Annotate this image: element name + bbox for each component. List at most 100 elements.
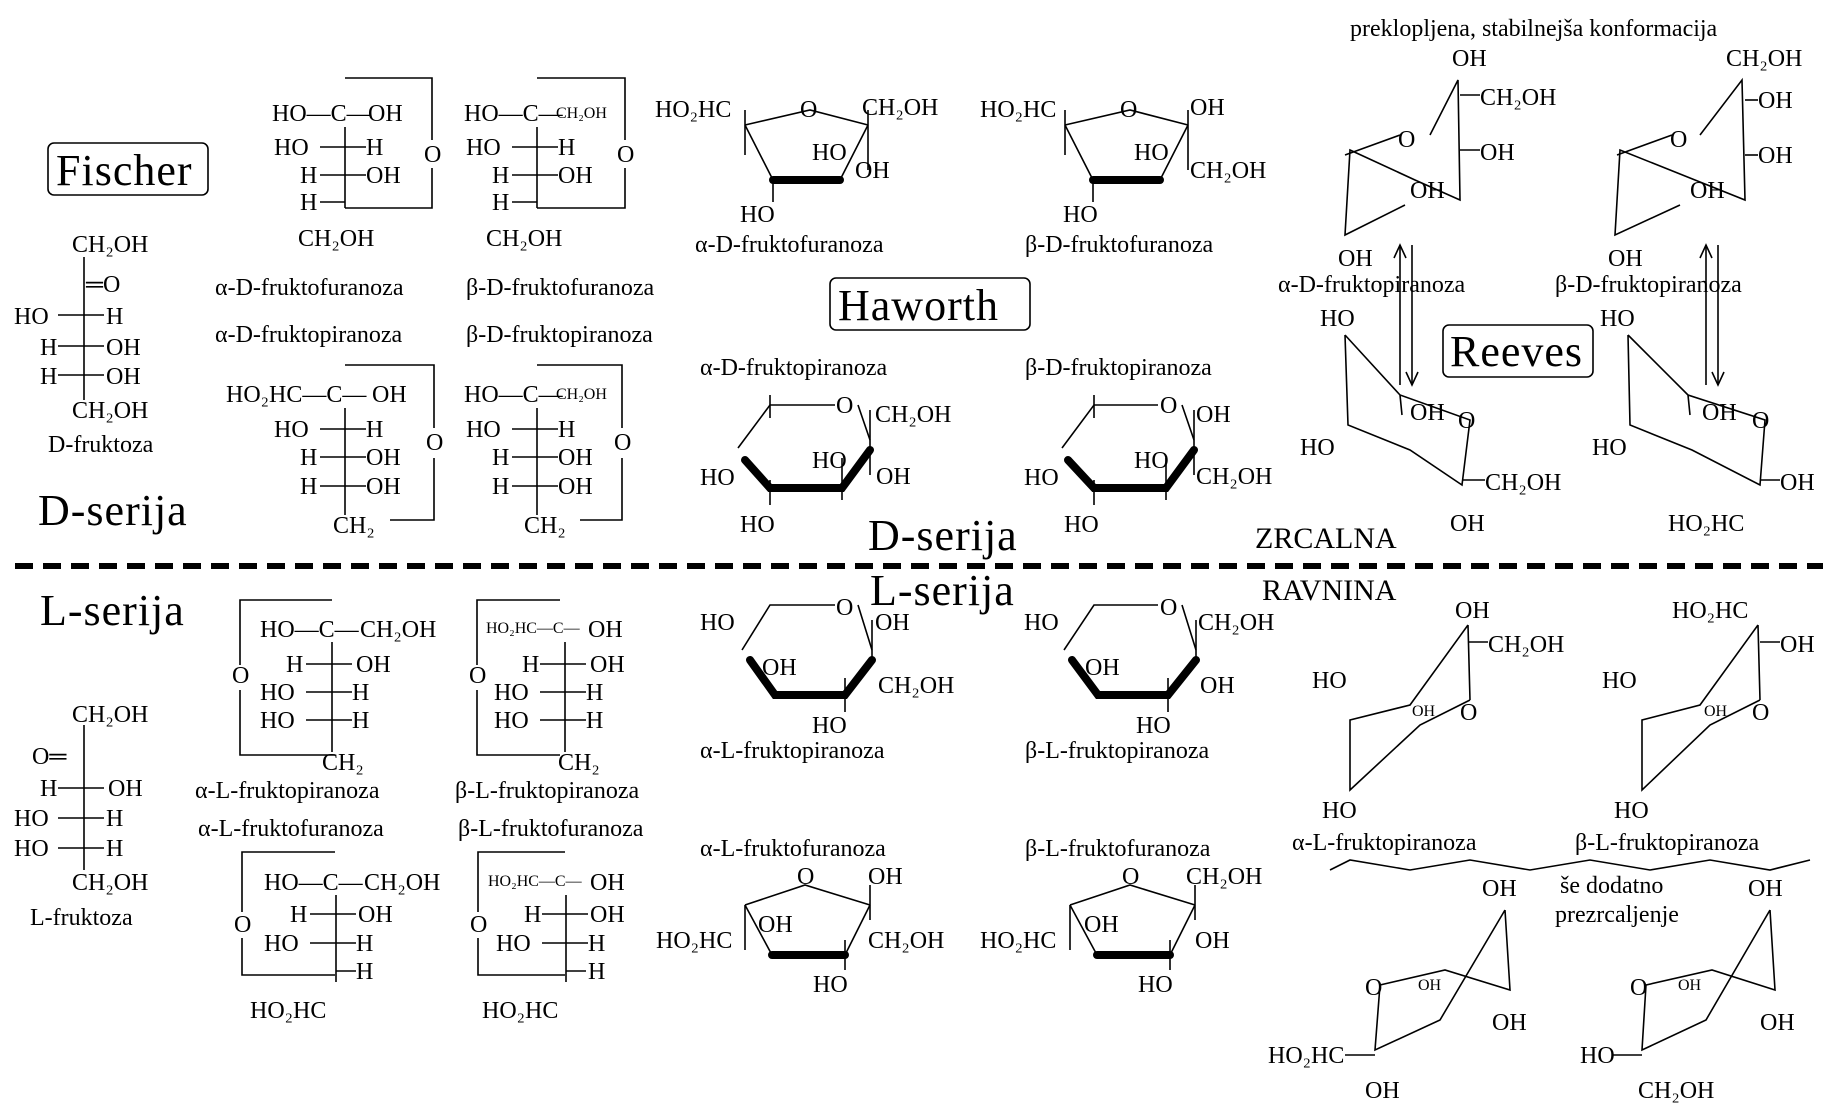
svg-text:HO: HO <box>14 806 49 832</box>
svg-text:═O: ═O <box>85 272 120 298</box>
svg-text:HO: HO <box>1134 448 1169 474</box>
svg-text:H: H <box>40 776 57 802</box>
svg-text:O: O <box>1752 408 1769 434</box>
d-series-label-center: D-serija <box>868 511 1018 560</box>
svg-text:HO: HO <box>14 836 49 862</box>
haworth-beta-d-furanose: O HO₂HC OH HO CH₂OH HO β-D-fruktofuranoz… <box>980 95 1266 258</box>
svg-text:O═: O═ <box>32 744 67 770</box>
svg-text:HO: HO <box>812 140 847 166</box>
svg-text:O: O <box>232 663 249 689</box>
svg-text:OH: OH <box>758 912 793 938</box>
svg-text:O: O <box>1160 393 1177 419</box>
svg-text:OH: OH <box>876 464 911 490</box>
svg-text:CH₂OH: CH₂OH <box>72 232 148 258</box>
svg-text:H: H <box>492 190 509 216</box>
svg-text:OH: OH <box>106 335 141 361</box>
svg-text:OH: OH <box>1452 46 1487 72</box>
svg-text:HO: HO <box>1320 306 1355 332</box>
svg-text:α-L-fruktopiranoza: α-L-fruktopiranoza <box>195 778 380 804</box>
svg-text:HO: HO <box>1063 202 1098 228</box>
svg-text:OH: OH <box>358 902 393 928</box>
caption-fischer-alpha-l-furanose: α-L-fruktofuranoza <box>198 816 384 842</box>
svg-text:O: O <box>470 912 487 938</box>
flip-note-line2: prezrcaljenje <box>1555 902 1679 928</box>
svg-text:OH: OH <box>1418 977 1442 994</box>
svg-text:OH: OH <box>368 101 403 127</box>
svg-text:α-L-fruktopiranoza: α-L-fruktopiranoza <box>1292 830 1477 856</box>
svg-text:CH₂OH: CH₂OH <box>1638 1078 1714 1104</box>
svg-text:OH: OH <box>1412 703 1436 720</box>
caption-fischer-beta-l-furanose: β-L-fruktofuranoza <box>458 816 644 842</box>
svg-text:HO: HO <box>812 448 847 474</box>
svg-text:H: H <box>492 163 509 189</box>
svg-text:HO₂HC—C—: HO₂HC—C— <box>488 873 583 890</box>
caption-fischer-beta-d-pyranose: β-D-fruktopiranoza <box>466 322 653 348</box>
svg-text:HO: HO <box>1300 435 1335 461</box>
svg-text:H: H <box>356 959 373 985</box>
reeves-alpha-d-flipped: HO OH O HO CH₂OH OH <box>1300 306 1561 537</box>
svg-text:O: O <box>426 430 443 456</box>
fischer-beta-d-furanose: HO—C— CH₂OH HO H H OH H CH₂OH O β-D-fruk… <box>464 77 654 301</box>
svg-text:OH: OH <box>366 163 401 189</box>
svg-text:CH₂OH: CH₂OH <box>1196 464 1272 490</box>
reeves-alpha-l: OH CH₂OH OH O HO HO α-L-fruktopiranoza <box>1292 598 1564 856</box>
svg-text:O: O <box>469 663 486 689</box>
svg-text:HO: HO <box>700 610 735 636</box>
svg-text:H: H <box>366 135 383 161</box>
svg-text:CH₂OH: CH₂OH <box>72 702 148 728</box>
svg-text:OH: OH <box>1758 88 1793 114</box>
svg-text:Fischer: Fischer <box>56 146 193 195</box>
svg-text:HO: HO <box>1614 798 1649 824</box>
svg-text:HO: HO <box>1064 512 1099 538</box>
svg-text:O: O <box>1122 864 1139 890</box>
svg-text:OH: OH <box>590 652 625 678</box>
svg-text:OH: OH <box>1760 1010 1795 1036</box>
svg-text:OH: OH <box>868 864 903 890</box>
svg-text:β-L-fruktopiranoza: β-L-fruktopiranoza <box>455 778 639 804</box>
svg-text:OH: OH <box>1780 632 1815 658</box>
svg-text:HO₂HC: HO₂HC <box>1668 511 1744 537</box>
svg-text:H: H <box>492 445 509 471</box>
svg-text:H: H <box>522 652 539 678</box>
svg-text:OH: OH <box>1780 470 1815 496</box>
svg-text:HO: HO <box>1592 435 1627 461</box>
svg-text:CH₂OH: CH₂OH <box>72 870 148 896</box>
svg-text:HO: HO <box>264 931 299 957</box>
svg-text:α-D-fruktofuranoza: α-D-fruktofuranoza <box>215 275 404 301</box>
svg-text:O: O <box>1460 700 1477 726</box>
mirror-plane-label-1: ZRCALNA <box>1255 522 1397 555</box>
svg-text:CH₂OH: CH₂OH <box>1480 85 1556 111</box>
haworth-alpha-d-pyranose: α-D-fruktopiranoza O CH₂OH HO HO OH HO <box>700 355 951 538</box>
haworth-beta-d-pyranose: β-D-fruktopiranoza O OH HO HO CH₂OH HO <box>1024 355 1272 538</box>
svg-text:OH: OH <box>1690 178 1725 204</box>
svg-text:HO: HO <box>1136 713 1171 739</box>
svg-text:H: H <box>300 445 317 471</box>
svg-text:β-D-fruktopiranoza: β-D-fruktopiranoza <box>1555 272 1742 298</box>
svg-text:HO—C—: HO—C— <box>464 382 564 408</box>
svg-text:CH₂OH: CH₂OH <box>878 673 954 699</box>
svg-text:H: H <box>300 474 317 500</box>
svg-text:HO—C—: HO—C— <box>260 617 360 643</box>
haworth-title: Haworth <box>829 277 1031 331</box>
fischer-beta-d-pyranose: HO—C— CH₂OH HO H H OH H OH CH₂ O <box>464 364 631 539</box>
svg-text:OH: OH <box>1480 140 1515 166</box>
svg-text:H: H <box>106 836 123 862</box>
svg-text:O: O <box>1160 595 1177 621</box>
svg-text:HO: HO <box>813 972 848 998</box>
top-conformation-note: preklopljena, stabilnejša konformacija <box>1350 16 1718 42</box>
svg-text:O: O <box>1398 127 1415 153</box>
svg-text:β-D-fruktofuranoza: β-D-fruktofuranoza <box>466 275 654 301</box>
svg-text:H: H <box>356 931 373 957</box>
svg-text:H: H <box>352 680 369 706</box>
svg-text:OH: OH <box>1758 143 1793 169</box>
svg-text:CH₂OH: CH₂OH <box>1186 864 1262 890</box>
svg-text:OH: OH <box>1196 402 1231 428</box>
l-series-label-center: L-serija <box>870 566 1015 615</box>
d-fructose-caption: D-fruktoza <box>48 432 154 458</box>
svg-text:O: O <box>234 912 251 938</box>
svg-text:α-D-fruktofuranoza: α-D-fruktofuranoza <box>695 232 884 258</box>
mirror-plane-label-2: RAVNINA <box>1262 574 1397 607</box>
reeves-beta-l: HO₂HC OH OH O HO HO β-L-fruktopiranoza <box>1575 598 1815 856</box>
